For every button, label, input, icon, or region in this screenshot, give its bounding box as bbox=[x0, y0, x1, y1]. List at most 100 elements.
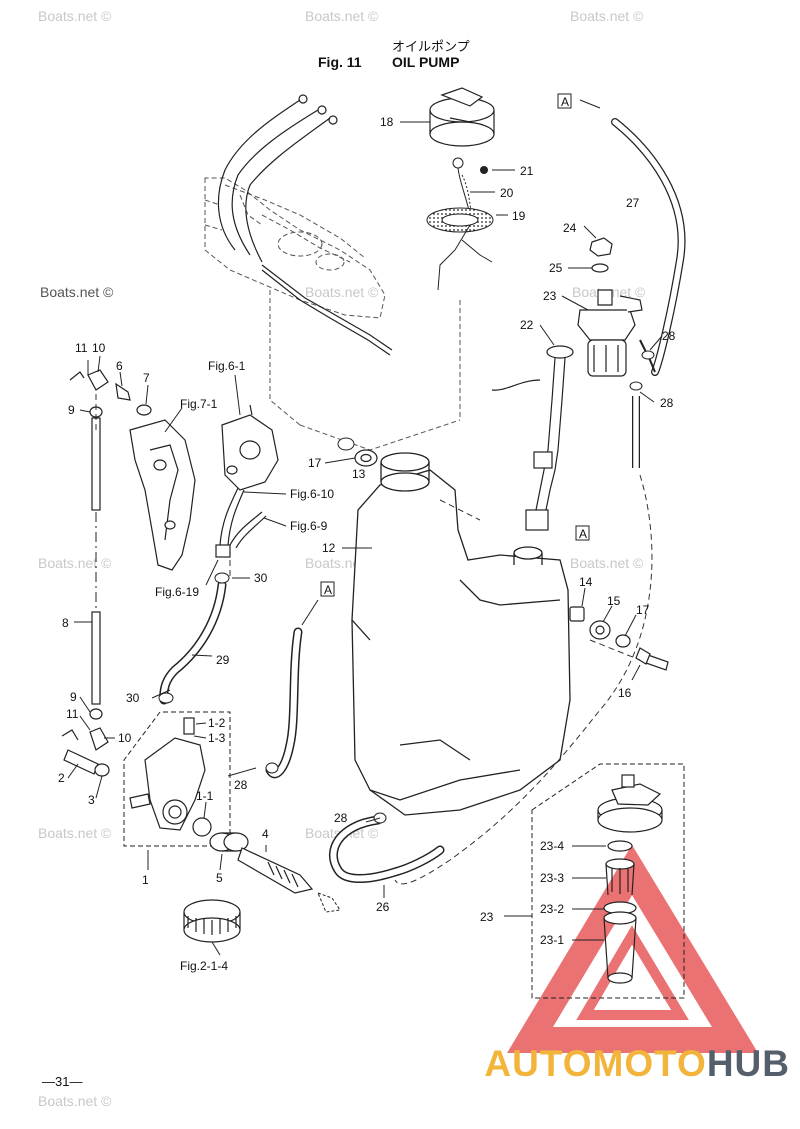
callout-10: 10 bbox=[118, 731, 132, 745]
callout-11: 11 bbox=[66, 707, 79, 721]
fuel-hoses bbox=[215, 487, 267, 558]
page-number: —31— bbox=[42, 1074, 83, 1089]
oil-tank bbox=[351, 452, 571, 816]
japanese-title: オイルポンプ bbox=[392, 40, 470, 55]
tank-cap bbox=[429, 87, 495, 147]
callout-23-4: 23-4 bbox=[540, 839, 564, 853]
marker-a-right bbox=[575, 525, 590, 541]
tank-gasket bbox=[426, 207, 494, 233]
callout-30: 30 bbox=[254, 571, 268, 585]
callout-25: 25 bbox=[549, 261, 563, 275]
hose-29 bbox=[159, 580, 227, 705]
callout-1: 1 bbox=[142, 873, 149, 887]
marker-a-mid bbox=[320, 581, 335, 597]
brand-logo-text: AUTOMOTOHUB bbox=[484, 1043, 790, 1085]
fig-6-19-label: Fig.6-19 bbox=[155, 585, 199, 599]
brand-part-hub: HUB bbox=[706, 1043, 790, 1084]
clip-28 bbox=[629, 381, 643, 391]
callout-26: 26 bbox=[376, 900, 390, 914]
oil-pump-body bbox=[129, 717, 206, 831]
callout-28: 28 bbox=[662, 329, 676, 343]
o-ring-23-4 bbox=[607, 840, 633, 852]
callout-4: 4 bbox=[262, 827, 269, 841]
bolt-assembly-right bbox=[569, 606, 669, 671]
callout-21: 21 bbox=[520, 164, 534, 178]
watermark: Boats.net © bbox=[570, 555, 644, 571]
filter-cup-23-1 bbox=[603, 911, 637, 984]
callout-23-3: 23-3 bbox=[540, 871, 564, 885]
callout-10: 10 bbox=[92, 341, 106, 355]
nut-24 bbox=[589, 237, 613, 257]
dashed-connections bbox=[95, 390, 653, 885]
callout-3: 3 bbox=[88, 793, 95, 807]
watermark: Boats.net © bbox=[305, 8, 379, 24]
callout-23: 23 bbox=[543, 289, 557, 303]
oil-filter bbox=[577, 289, 643, 377]
marker-a-right-label: A bbox=[579, 527, 587, 541]
fig-2-1-4-label: Fig.2-1-4 bbox=[180, 959, 228, 973]
callout-1-1: 1-1 bbox=[196, 789, 214, 803]
callout-30: 30 bbox=[126, 691, 140, 705]
filter-element-23-3 bbox=[605, 858, 635, 896]
callout-23-1: 23-1 bbox=[540, 933, 564, 947]
callout-14: 14 bbox=[579, 575, 593, 589]
marker-a-mid-label: A bbox=[324, 583, 332, 597]
watermark: Boats.net © bbox=[38, 555, 112, 571]
brand-part-moto: MOTO bbox=[592, 1043, 707, 1084]
callout-22: 22 bbox=[520, 318, 534, 332]
strainer-wire bbox=[437, 224, 493, 291]
callout-17: 17 bbox=[308, 456, 322, 470]
callout-24: 24 bbox=[563, 221, 577, 235]
callout-5: 5 bbox=[216, 871, 223, 885]
callout-11: 11 bbox=[75, 341, 88, 355]
watermark: Boats.net © bbox=[305, 284, 379, 300]
shaft-end-dashed bbox=[317, 892, 341, 913]
callout-19: 19 bbox=[512, 209, 526, 223]
marker-a-top bbox=[557, 93, 572, 109]
wire-harness bbox=[217, 94, 393, 356]
collar-5 bbox=[209, 832, 249, 852]
pump-dashed-box bbox=[123, 711, 231, 847]
callout-17: 17 bbox=[636, 603, 650, 617]
callout-7: 7 bbox=[143, 371, 150, 385]
callout-23-2: 23-2 bbox=[540, 902, 564, 916]
callout-9: 9 bbox=[68, 403, 75, 417]
washer-17 bbox=[337, 437, 355, 451]
drive-shaft-4 bbox=[237, 847, 314, 894]
callout-1-3: 1-3 bbox=[208, 731, 226, 745]
control-rod-lower bbox=[61, 611, 109, 751]
callout-12: 12 bbox=[322, 541, 336, 555]
leader-lines bbox=[67, 121, 663, 956]
callout-13: 13 bbox=[352, 467, 366, 481]
screw-21 bbox=[480, 166, 488, 174]
callout-6: 6 bbox=[116, 359, 123, 373]
gear-fig2-1-4 bbox=[183, 899, 241, 943]
callout-28: 28 bbox=[660, 396, 674, 410]
marker-a-top-label: A bbox=[561, 95, 569, 109]
filter-dashed-box bbox=[531, 763, 685, 999]
callout-9: 9 bbox=[70, 690, 77, 704]
callout-1-2: 1-2 bbox=[208, 716, 226, 730]
callout-23: 23 bbox=[480, 910, 494, 924]
page-title: OIL PUMP bbox=[392, 54, 460, 70]
o-ring-1-1 bbox=[192, 817, 212, 837]
watermark: Boats.net © bbox=[40, 284, 114, 300]
fig-7-1-label: Fig.7-1 bbox=[180, 397, 218, 411]
pump-lever-2 bbox=[63, 749, 110, 777]
callout-2: 2 bbox=[58, 771, 65, 785]
callout-28: 28 bbox=[234, 778, 248, 792]
bracket-fig7-1 bbox=[129, 419, 196, 571]
washer-25 bbox=[591, 263, 609, 273]
callout-29: 29 bbox=[216, 653, 230, 667]
callout-28: 28 bbox=[334, 811, 348, 825]
grommet-13 bbox=[354, 449, 378, 467]
fig-6-1-label: Fig.6-1 bbox=[208, 359, 246, 373]
watermark: Boats.net © bbox=[38, 1093, 112, 1109]
callout-27: 27 bbox=[626, 196, 640, 210]
clip-28 bbox=[641, 350, 655, 360]
brand-triangle-logo bbox=[507, 844, 759, 1053]
oil-level-sensor bbox=[491, 345, 574, 531]
callout-16: 16 bbox=[618, 686, 632, 700]
callout-20: 20 bbox=[500, 186, 514, 200]
